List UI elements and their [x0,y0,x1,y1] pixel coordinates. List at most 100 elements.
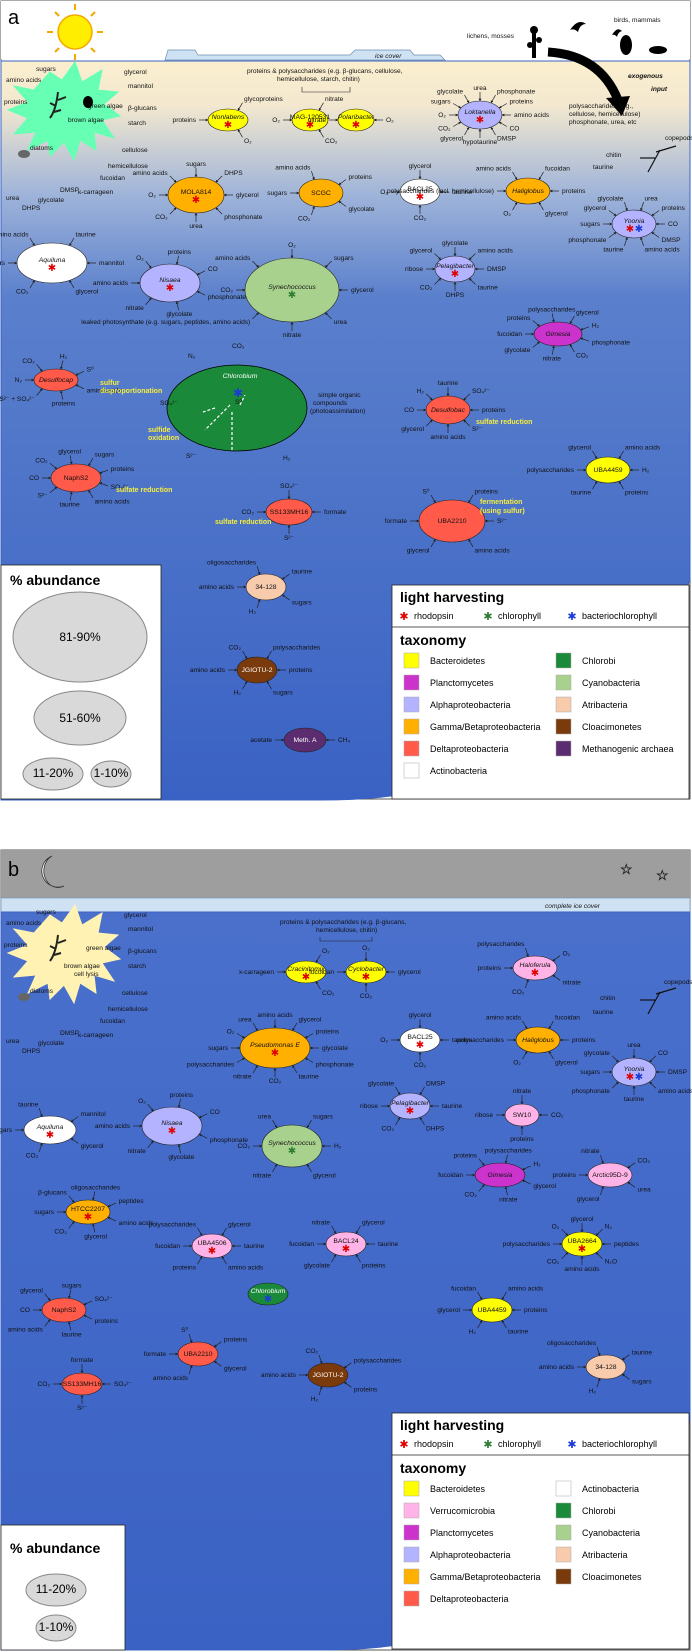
organism-label: SCGC [311,190,331,197]
metabolite-label: nitrate [499,1196,518,1203]
metabolite-label: CO₂ [35,458,48,465]
metabolite-label: oligosaccharides [71,1185,121,1192]
organism-haloferula: Haloferula✱proteinspolysaccharidesO₂nitr… [477,941,581,996]
lichens-label: lichens, mosses [467,33,515,40]
organism-label: Arctic95D-9 [592,1172,628,1179]
metabolite-label: glycerol [568,444,591,451]
svg-text:β-glucans: β-glucans [128,948,157,955]
svg-text:DHPS: DHPS [22,1048,41,1055]
metabolite-label: O₂ [380,189,388,196]
svg-text:urea: urea [6,1038,20,1045]
algae-shape-a [6,60,122,162]
metabolite-label: amino acids [87,387,123,394]
metabolite-label: S²⁻ [497,518,508,525]
svg-text:DMSP: DMSP [60,1030,80,1037]
legend-light-label: chlorophyll [498,611,541,621]
metabolite-label: DHPS [224,170,243,177]
metabolite-label: glycerol [76,289,99,296]
metabolite-label: H₂ [589,1388,597,1395]
bacteriochlorophyll-icon: ✱ [635,224,643,235]
svg-text:N₂: N₂ [188,353,196,360]
metabolite-label: proteins [170,1092,194,1099]
metabolite-label: sugars [580,221,600,228]
legend-taxon-label: Planctomycetes [430,678,494,688]
legend-swatch [555,740,572,757]
metabolite-label: urea [638,1187,652,1194]
metabolite-label: glycolate [304,1263,330,1270]
rhodopsin-icon: ✱ [48,263,56,274]
metabolite-label: SO₄²⁻ [111,484,129,491]
metabolite-label: glycerol [577,1196,600,1203]
metabolite-label: mannitol [81,1111,106,1118]
legend-swatch [403,718,420,735]
organism-desulfobac: DesulfobacCOH₂taurineSO₄²⁻proteinsS²⁻ami… [401,380,506,441]
abundance-level-b-1: 1-10% [39,1620,74,1634]
ice-cover-label: ice cover [375,53,402,60]
metabolite-label: sugars [292,599,312,606]
metabolite-label: sugars [0,1127,13,1134]
metabolite-label: CH₄ [338,737,351,744]
green-algae-label: green algae [88,103,123,110]
metabolite-label: CO₂ [360,993,373,1000]
metabolite-label: oligosaccharides [547,1340,597,1347]
metabolite-label: glycerol [236,192,259,199]
organism-htcc2207: HTCC2207✱sugarsβ-glucansoligosaccharides… [34,1185,154,1241]
metabolite-label: proteins [478,965,502,972]
svg-text:glycerol: glycerol [124,912,147,919]
organisms-a: Nonlabens✱proteinsglycoproteinsO₂MAG-120… [0,85,686,753]
svg-text:κ-carrageen: κ-carrageen [78,189,114,196]
organism-label: Loktanella [465,109,496,116]
svg-text:sugars: sugars [36,909,56,916]
copepod-taurine-b: taurine [593,1009,613,1016]
exogenous-arrow-head [606,96,630,116]
metabolite-label: glycerol [313,1172,336,1179]
organism-label: SS133MH16 [63,1381,102,1388]
abundance-box-a: % abundance 81-90% 51-60% 11-20% 1-10% [0,564,162,800]
organism-label: Polaribacter [338,114,375,121]
legend-taxon-label: Cyanobacteria [582,1528,640,1538]
metabolite-label: glycerol [533,1183,556,1190]
metabolite-label: amino acids [228,1265,264,1272]
process-ferment-1: fermentation [480,499,522,506]
metabolite-label: taurine [292,569,312,576]
copepods-label: copepods [665,135,692,142]
cell-lysis-label: cell lysis [74,971,99,978]
metabolite-label: CO₂ [464,1192,477,1199]
metabolite-label: glycolate [584,1050,610,1057]
metabolite-label: hypotaurine [463,139,498,146]
rhodopsin-icon: ✱ [166,283,174,294]
metabolite-label: sugars [34,1209,54,1216]
organism-label: NaphS2 [64,475,89,482]
svg-text:CO₂: CO₂ [232,343,245,350]
organism-label: Yoonia [624,218,645,225]
metabolite-label: CO₂ [26,1153,39,1160]
poly-bracket [301,87,351,93]
brown-algae-label: brown algae [68,117,104,124]
metabolite-label: glycolate [349,206,375,213]
metabolite-label: glycerol [409,163,432,170]
legend-light-label: rhodopsin [414,1439,454,1449]
diatom-icon [18,150,30,158]
organism-gimesia: GimesiafucoidanproteinspolysaccharidesH₂… [438,1148,557,1204]
metabolite-label: phosphonate [568,237,606,244]
metabolite-label: urea [334,319,348,326]
rhodopsin-icon: ✱ [264,1294,272,1305]
metabolite-label: CO₂ [414,1062,427,1069]
metabolite-label: fucoidan [289,1241,314,1248]
legend-swatch [555,1524,572,1541]
metabolite-label: CO₂ [322,990,335,997]
legend-taxon-label: Alphaproteobacteria [430,700,511,710]
metabolite-label: glycerol [58,448,81,455]
metabolite-label: β-glucans [38,1189,67,1196]
metabolite-label: O₂ [272,117,280,124]
metabolite-label: proteins [224,1336,248,1343]
metabolite-label: amino acids [514,112,550,119]
legend-b: light harvesting✱rhodopsin✱chlorophyll✱b… [391,1412,690,1650]
abundance-level-a-1: 51-60% [59,711,101,725]
